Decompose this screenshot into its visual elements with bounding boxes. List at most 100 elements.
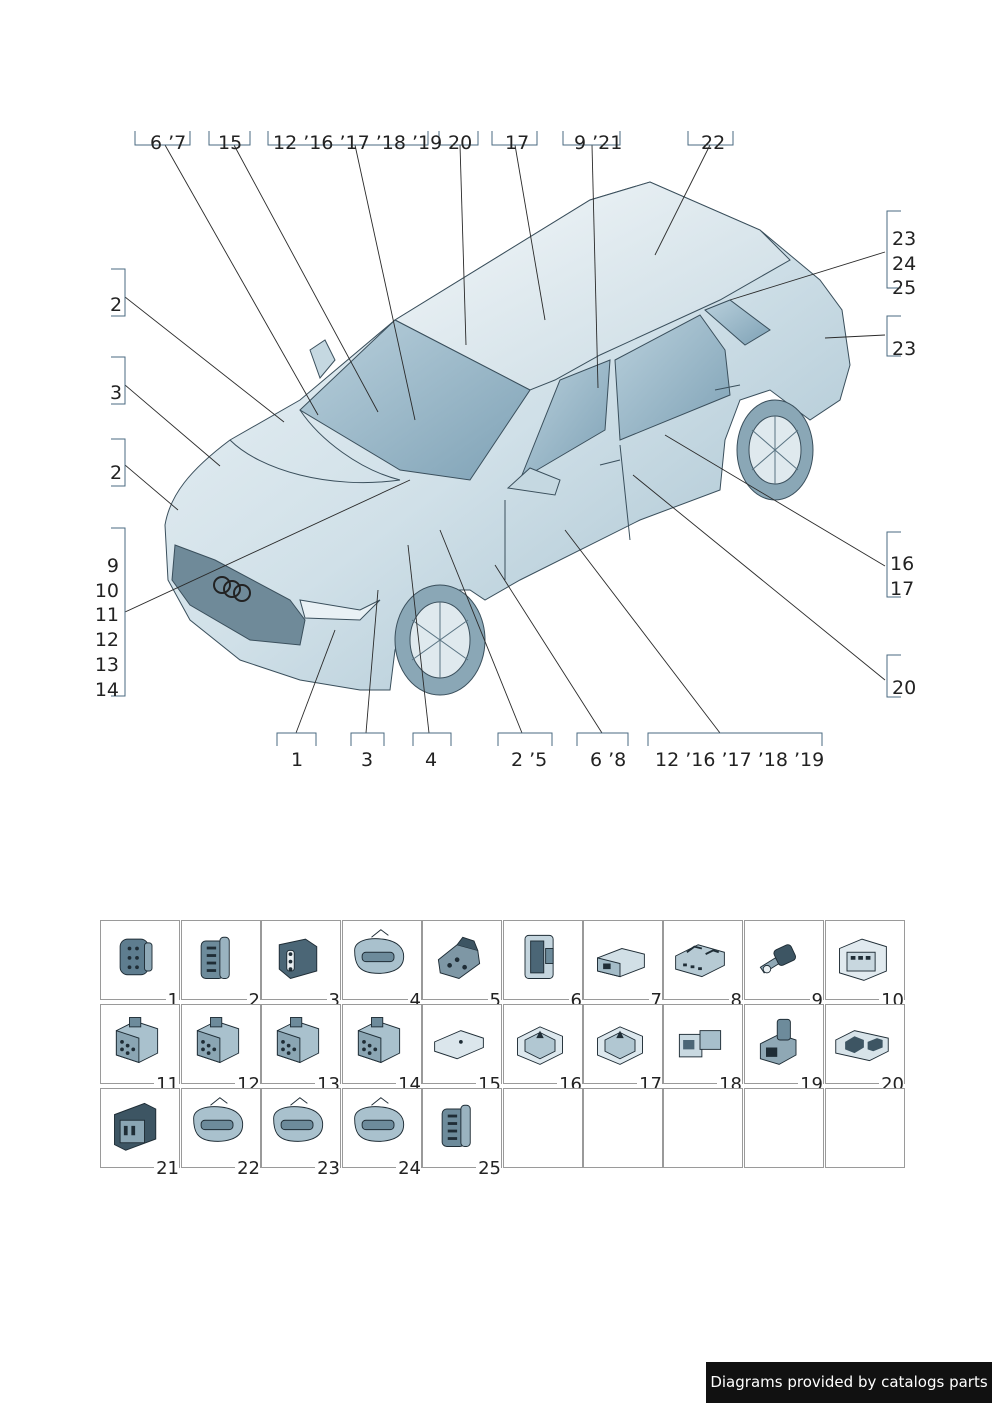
connector-image: [119, 938, 153, 976]
car-illustration: [164, 181, 851, 696]
callout-top-7: 22: [701, 132, 726, 154]
connector-image: [115, 1017, 159, 1064]
empty-cell: [825, 1088, 905, 1168]
callout-left-stack-4: 12: [94, 629, 119, 652]
callout-right-stack-a: 23 24 25: [892, 227, 916, 301]
connector-cell: 13: [261, 1004, 341, 1095]
callout-bottom-5: 6 ’8: [590, 749, 627, 771]
connector-image: [441, 1104, 471, 1147]
side-window-quarter: [704, 299, 771, 346]
connector-cell: 25: [422, 1088, 502, 1179]
connector-image: [524, 934, 554, 979]
connector-cell: 9: [744, 920, 824, 1011]
headlight: [299, 599, 381, 621]
callout-bottom-1: 1: [291, 749, 304, 771]
connector-image: [278, 938, 318, 980]
brackets: [111, 131, 901, 746]
connector-cell: 1: [100, 920, 180, 1011]
connector-number: 25: [476, 1158, 501, 1179]
side-window-front: [518, 359, 611, 482]
callout-bottom-2: 3: [361, 749, 374, 771]
connector-cell: 4: [342, 920, 422, 1011]
brand-rings: [213, 576, 251, 602]
callout-bottom-3: 4: [425, 749, 438, 771]
connector-image: [273, 1097, 324, 1142]
connector-image: [437, 936, 481, 980]
connector-cell: 21: [100, 1088, 180, 1179]
connector-cell: 5: [422, 920, 502, 1011]
callout-right-single-a: 23: [892, 338, 917, 360]
connector-number: 23: [315, 1158, 340, 1179]
connector-cell: 23: [261, 1088, 341, 1179]
side-window-rear: [614, 314, 731, 441]
connector-cell: 18: [663, 1004, 743, 1095]
callout-top-4: 20: [448, 132, 473, 154]
connector-image: [354, 929, 405, 974]
connector-cell: 7: [583, 920, 663, 1011]
side-mirror: [506, 467, 561, 496]
connector-image: [597, 948, 645, 978]
windshield: [299, 319, 531, 481]
vehicle-diagram: [111, 131, 901, 746]
callout-right-a-3: 25: [892, 277, 917, 300]
connector-cell: 8: [663, 920, 743, 1011]
callout-left-stack-2: 10: [94, 579, 119, 602]
leader-lines: [124, 144, 886, 734]
connector-cell: 11: [100, 1004, 180, 1095]
callout-left-stack: 9 10 11 12 13 14: [90, 554, 119, 702]
connector-image: [678, 1030, 722, 1058]
callout-right-b-1: 16: [890, 553, 915, 575]
left-mirror: [309, 339, 336, 379]
connector-cell: 16: [503, 1004, 583, 1095]
callout-bottom-6: 12 ’16 ’17 ’18 ’19: [655, 749, 825, 771]
connector-image: [276, 1017, 320, 1064]
connector-image: [597, 1026, 643, 1065]
connector-image: [517, 1026, 563, 1065]
callout-right-a-2: 24: [892, 252, 917, 275]
connector-cell: 24: [342, 1088, 422, 1179]
connector-image: [759, 944, 797, 974]
callout-right-b-2: 17: [890, 577, 915, 600]
connector-number: 22: [235, 1158, 260, 1179]
callout-left-stack-5: 13: [94, 653, 119, 676]
connector-image: [835, 1030, 889, 1062]
connector-image: [434, 1030, 484, 1060]
callout-top-2: 15: [218, 132, 243, 154]
connector-cell: 12: [181, 1004, 261, 1095]
callout-left-1: 2: [110, 294, 123, 316]
connector-image: [196, 1017, 240, 1064]
callout-left-stack-1: 9: [106, 555, 119, 577]
connector-cell: 2: [181, 920, 261, 1011]
empty-cell: [744, 1088, 824, 1168]
connector-image: [675, 944, 725, 978]
connector-image: [357, 1017, 401, 1064]
callout-top-1: 6 ’7: [150, 132, 187, 154]
connector-cell: 6: [503, 920, 583, 1011]
callout-left-3: 2: [110, 462, 123, 484]
car-roof: [393, 181, 791, 391]
connector-cell: 17: [583, 1004, 663, 1095]
callout-top-6: 9 ’21: [574, 132, 623, 154]
connector-image: [200, 936, 230, 979]
connector-cell: 10: [825, 920, 905, 1011]
callout-top-5: 17: [505, 132, 530, 154]
connector-cell: 22: [181, 1088, 261, 1179]
empty-cell: [583, 1088, 663, 1168]
callout-left-stack-6: 14: [94, 678, 119, 701]
connector-image: [759, 1018, 797, 1065]
connector-cell: 20: [825, 1004, 905, 1095]
callout-bottom-4: 2 ’5: [511, 749, 548, 771]
connector-cell: 14: [342, 1004, 422, 1095]
callout-left-2: 3: [110, 382, 123, 404]
footer-badge: Diagrams provided by catalogs parts: [706, 1362, 992, 1403]
connector-image: [839, 938, 887, 981]
empty-cell: [663, 1088, 743, 1168]
callout-right-single-b: 20: [892, 677, 917, 699]
connector-number: 24: [396, 1158, 421, 1179]
callout-right-a-1: 23: [892, 228, 917, 250]
connector-cell: 19: [744, 1004, 824, 1095]
connector-number: 21: [154, 1158, 179, 1179]
connector-image: [114, 1102, 157, 1151]
connector-cell: 3: [261, 920, 341, 1011]
connector-cell: 15: [422, 1004, 502, 1095]
